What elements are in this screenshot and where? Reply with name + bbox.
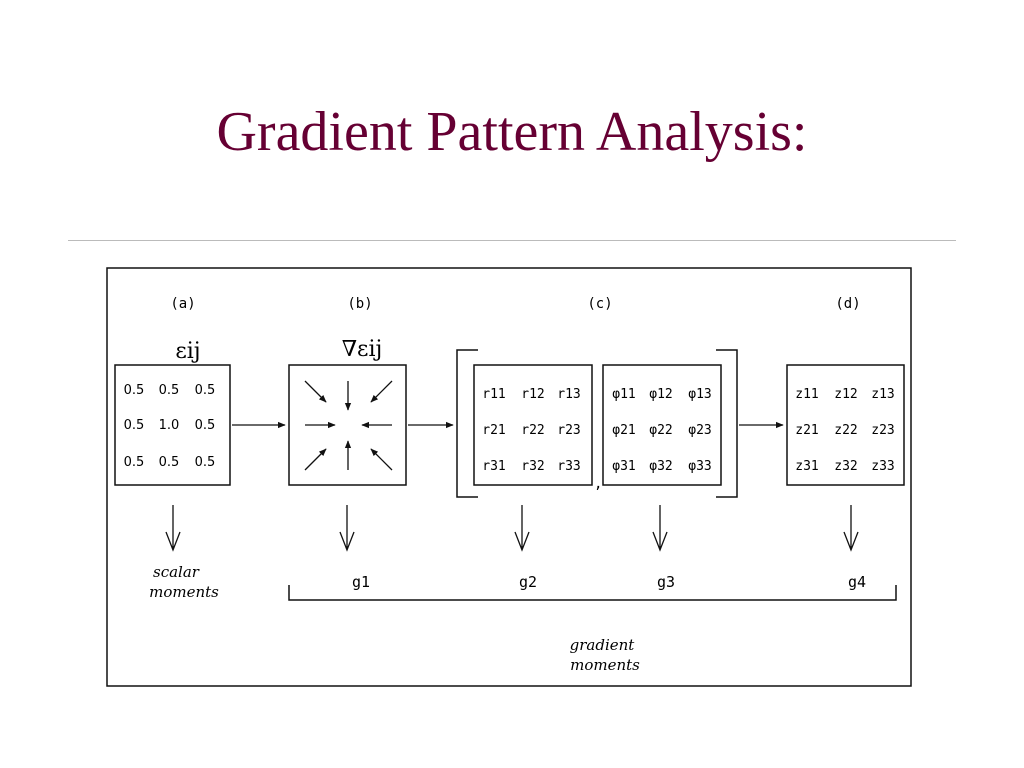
gradient-arrow <box>370 448 393 471</box>
matrix-a-cell: 0.5 <box>195 383 216 398</box>
matrix-r-cell: r13 <box>557 387 580 402</box>
matrix-r: r11 r12 r13 r21 r22 r23 r31 r32 r33 <box>482 387 580 474</box>
matrix-r-cell: r23 <box>557 423 580 438</box>
matrix-phi: φ11 φ12 φ13 φ21 φ22 φ23 φ31 φ32 φ33 <box>612 387 711 474</box>
matrix-a-cell: 0.5 <box>124 383 145 398</box>
matrix-r-cell: r31 <box>482 459 505 474</box>
panel-label-d: (d) <box>835 296 860 312</box>
gradient-arrows <box>304 380 393 471</box>
matrix-a-cell: 0.5 <box>195 418 216 433</box>
down-arrow-b <box>339 505 355 552</box>
panel-label-b: (b) <box>347 296 372 312</box>
diagram-frame <box>106 267 912 687</box>
matrix-r-box <box>473 364 593 486</box>
g2-label: g2 <box>519 573 537 591</box>
g3-label: g3 <box>657 573 675 591</box>
panel-label-a: (a) <box>170 296 195 312</box>
title-divider <box>68 240 956 241</box>
matrix-a-cell: 0.5 <box>159 383 180 398</box>
epsilon-symbol: εij <box>175 339 200 364</box>
matrix-z-cell: z13 <box>871 387 894 402</box>
matrix-separator: , <box>594 476 602 492</box>
matrix-z-cell: z23 <box>871 423 894 438</box>
down-arrow-c-phi <box>652 505 668 552</box>
matrix-r-cell: r12 <box>521 387 544 402</box>
matrix-z-cell: z12 <box>834 387 857 402</box>
matrix-phi-cell: φ33 <box>688 459 711 474</box>
matrix-phi-box <box>602 364 722 486</box>
matrix-a: 0.5 0.5 0.5 0.5 1.0 0.5 0.5 0.5 0.5 <box>124 383 216 470</box>
gradient-moments-label-2: moments <box>570 656 640 674</box>
right-bracket <box>716 349 738 498</box>
page-title: Gradient Pattern Analysis: <box>216 101 808 163</box>
matrix-r-cell: r21 <box>482 423 505 438</box>
scalar-moments-label-1: scalar <box>153 563 200 581</box>
matrix-z-cell: z33 <box>871 459 894 474</box>
matrix-a-cell: 0.5 <box>124 455 145 470</box>
panel-label-c: (c) <box>587 296 612 312</box>
matrix-r-cell: r11 <box>482 387 505 402</box>
gradient-arrow <box>370 380 393 403</box>
matrix-a-cell: 0.5 <box>159 455 180 470</box>
matrix-r-cell: r22 <box>521 423 544 438</box>
gradient-epsilon-symbol: ∇εij <box>342 337 383 362</box>
gradient-moments-label-1: gradient <box>570 636 636 654</box>
matrix-phi-cell: φ22 <box>649 423 672 438</box>
matrix-z-cell: z32 <box>834 459 857 474</box>
gradient-moments-bracket <box>288 585 897 601</box>
matrix-z-cell: z11 <box>795 387 818 402</box>
matrix-phi-cell: φ21 <box>612 423 635 438</box>
matrix-z-cell: z22 <box>834 423 857 438</box>
matrix-z-box <box>786 364 905 486</box>
matrix-a-box <box>114 364 231 486</box>
matrix-z: z11 z12 z13 z21 z22 z23 z31 z32 z33 <box>795 387 894 474</box>
gradient-arrow <box>304 380 327 403</box>
gradient-field-box <box>288 364 407 486</box>
down-arrow-c-r <box>514 505 530 552</box>
gradient-arrow <box>304 448 327 471</box>
matrix-phi-cell: φ23 <box>688 423 711 438</box>
matrix-phi-cell: φ13 <box>688 387 711 402</box>
matrix-phi-cell: φ12 <box>649 387 672 402</box>
left-bracket <box>456 349 478 498</box>
matrix-phi-cell: φ31 <box>612 459 635 474</box>
matrix-z-cell: z21 <box>795 423 818 438</box>
matrix-phi-cell: φ11 <box>612 387 635 402</box>
matrix-z-cell: z31 <box>795 459 818 474</box>
g1-label: g1 <box>352 573 370 591</box>
down-arrow-d <box>843 505 859 552</box>
matrix-r-cell: r33 <box>557 459 580 474</box>
matrix-a-cell: 0.5 <box>124 418 145 433</box>
g4-label: g4 <box>848 573 866 591</box>
down-arrow-a <box>165 505 181 552</box>
matrix-phi-cell: φ32 <box>649 459 672 474</box>
matrix-a-cell: 1.0 <box>159 418 180 433</box>
matrix-r-cell: r32 <box>521 459 544 474</box>
matrix-a-cell: 0.5 <box>195 455 216 470</box>
scalar-moments-label-2: moments <box>149 583 219 601</box>
